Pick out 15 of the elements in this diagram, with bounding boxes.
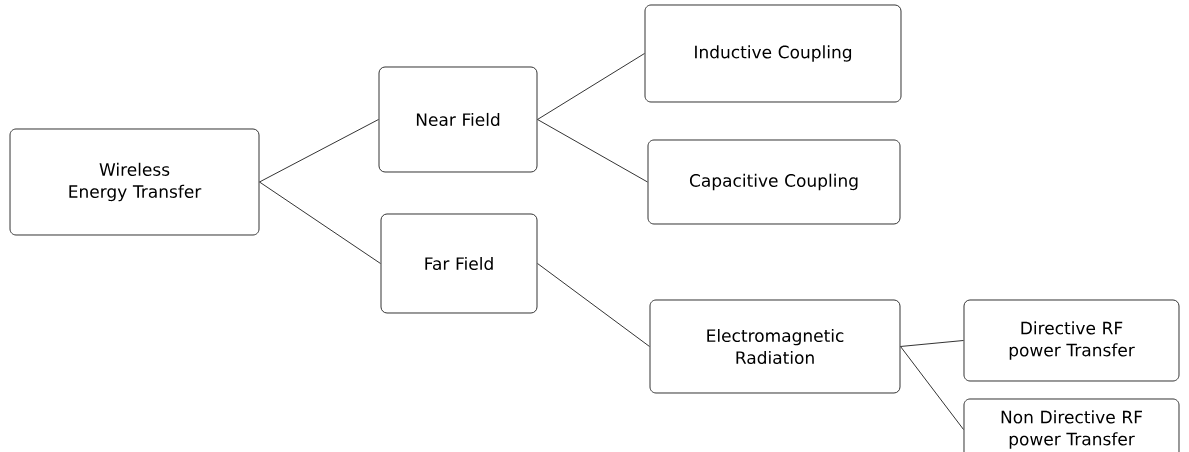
process-box: Capacitive Coupling [647, 139, 901, 225]
process-box: Electromagnetic Radiation [649, 299, 901, 394]
connector-line [259, 119, 379, 183]
process-box: Directive RF power Transfer [963, 299, 1180, 382]
process-box: Non Directive RF power Transfer [963, 398, 1180, 452]
connector-line [537, 119, 648, 183]
process-box: Inductive Coupling [644, 4, 902, 103]
connector-line [900, 346, 964, 430]
process-box: Far Field [380, 213, 538, 314]
process-box: Near Field [378, 66, 538, 173]
connector-line [537, 53, 645, 120]
connector-line [537, 263, 650, 347]
connector-line [900, 340, 964, 347]
connector-line [259, 181, 381, 264]
process-box: Wireless Energy Transfer [9, 128, 260, 236]
